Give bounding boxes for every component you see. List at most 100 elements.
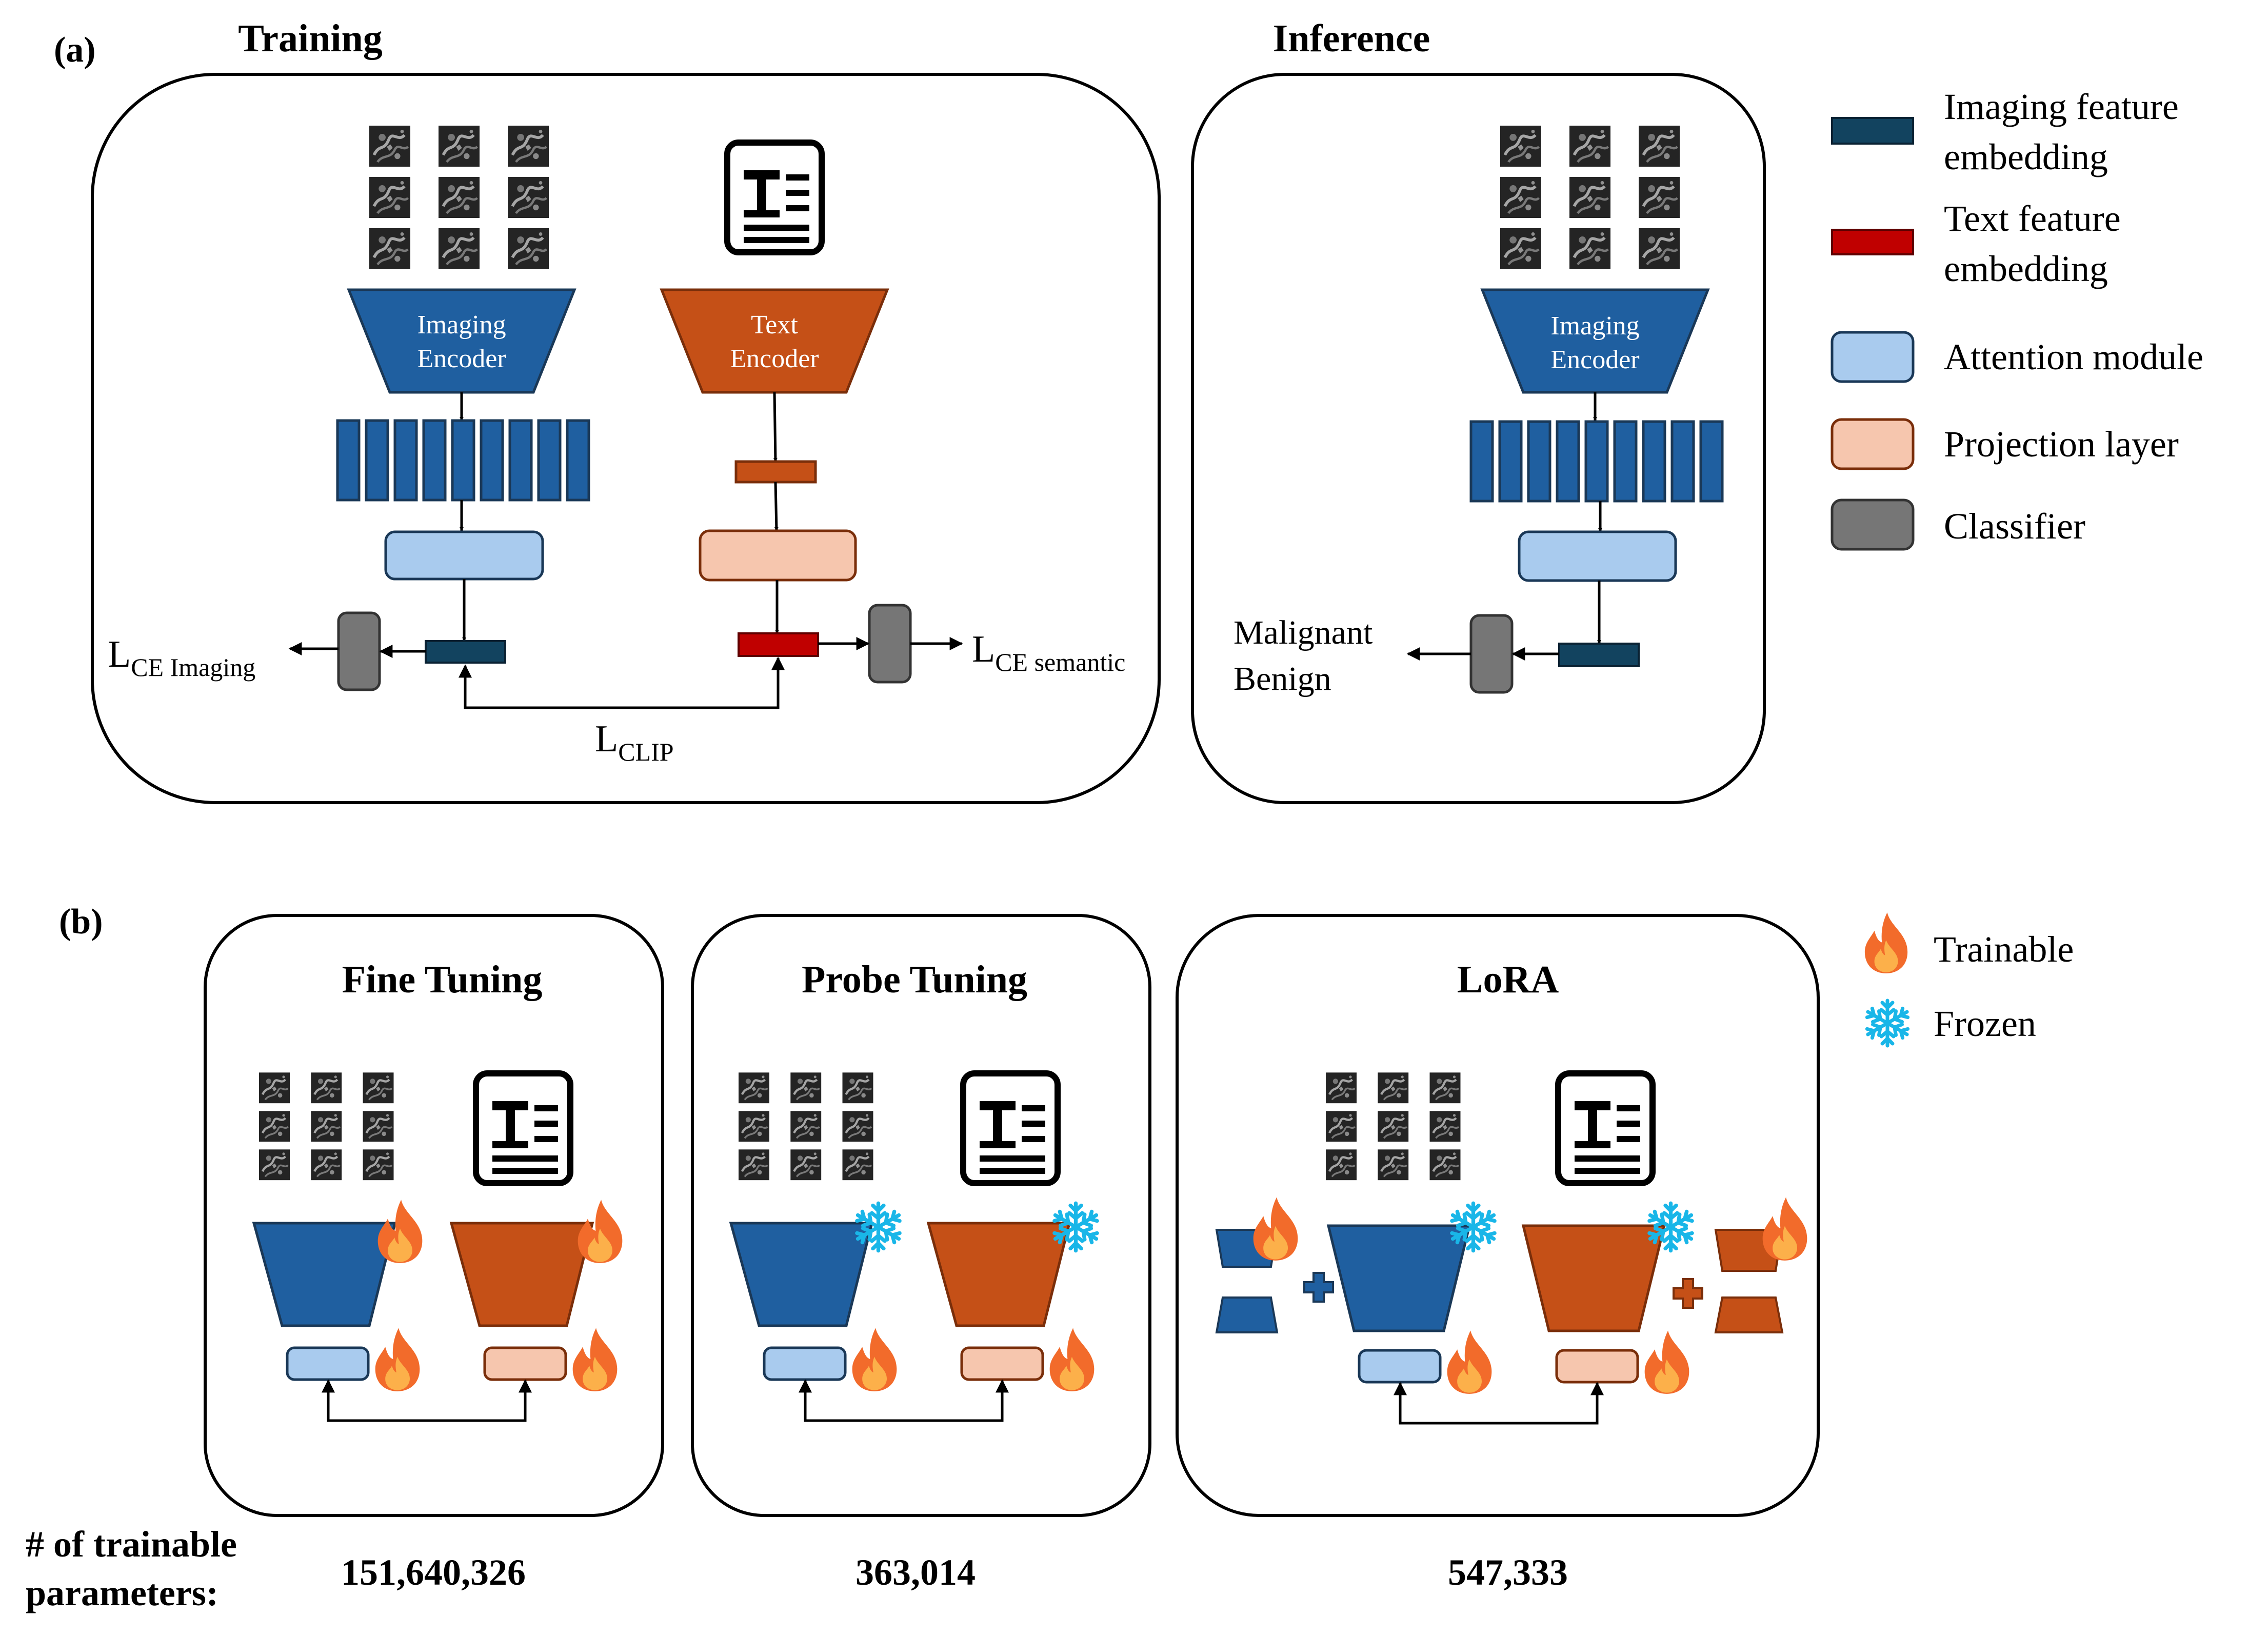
legend-fire-icon (1864, 912, 1908, 973)
lora-text-adapter-fire-icon (1762, 1197, 1807, 1261)
probe-tuning-panel: Probe Tuning (691, 914, 1151, 1517)
inference-imaging-encoder (1480, 288, 1710, 394)
inference-encoder-label-1: Imaging (1550, 311, 1639, 341)
lora-attention (1358, 1349, 1442, 1384)
lora-text-encoder (1521, 1224, 1666, 1332)
fine-tuning-connector (322, 1379, 532, 1422)
probe-tuning-attention-fire-icon (852, 1328, 897, 1391)
probe-tuning-projection (960, 1346, 1044, 1381)
legend-text-embedding-2: embedding (1944, 248, 2108, 289)
inference-panel: Inference Imaging Encoder Malignant Beni… (1191, 17, 1766, 804)
training-frame (91, 73, 1161, 804)
imaging-token-strip (336, 419, 590, 502)
params-label-1: # of trainable (26, 1524, 237, 1565)
lora-text-adapter-bottom (1714, 1296, 1784, 1333)
imaging-encoder-label-2: Encoder (417, 344, 506, 373)
legend-swatch-attention (1831, 331, 1915, 383)
loss-ce-semantic: LCE semantic (972, 628, 1125, 676)
fine-tuning-frame (204, 914, 664, 1517)
arrow-text-enc-to-embedding (773, 392, 778, 462)
fine-tuning-text-encoder-fire-icon (578, 1200, 623, 1263)
legend-b: Trainable Frozen (1865, 912, 2074, 1046)
lora-projection-fire-icon (1644, 1330, 1689, 1394)
legend-frozen: Frozen (1934, 1003, 2036, 1044)
probe-tuning-connector (799, 1379, 1009, 1422)
training-image-tiles (369, 126, 549, 269)
legend-classifier: Classifier (1944, 506, 2085, 547)
legend-imaging-embedding-2: embedding (1944, 136, 2108, 177)
fine-tuning-imaging-encoder (252, 1222, 397, 1327)
lora-projection (1555, 1349, 1639, 1384)
lora-plus-icon-orange (1673, 1278, 1703, 1309)
inference-encoder-label-2: Encoder (1550, 345, 1639, 374)
fine-tuning-projection (483, 1346, 567, 1381)
legend-a: Imaging feature embedding Text feature e… (1831, 86, 2203, 551)
legend-text-embedding-1: Text feature (1944, 198, 2121, 239)
legend-swatch-imaging-embedding (1831, 117, 1914, 145)
legend-imaging-embedding-1: Imaging feature (1944, 86, 2179, 127)
fine-tuning-tiles (259, 1072, 394, 1180)
probe-tuning-title: Probe Tuning (802, 958, 1027, 1001)
text-encoder-label-2: Encoder (730, 344, 819, 373)
text-feature-embedding (738, 632, 819, 657)
arrow-token-to-projection (774, 482, 779, 531)
lora-connector (1394, 1382, 1604, 1425)
legend-trainable: Trainable (1934, 929, 2074, 970)
lora-plus-icon-blue (1303, 1272, 1334, 1303)
projection-layer (699, 529, 857, 582)
inference-title: Inference (1273, 17, 1430, 60)
probe-tuning-doc-icon (963, 1073, 1058, 1183)
params-lora: 547,333 (1448, 1552, 1568, 1593)
training-title: Training (238, 17, 383, 60)
loss-clip: LCLIP (595, 718, 674, 766)
fine-tuning-text-encoder (449, 1222, 594, 1327)
probe-tuning-tiles (739, 1072, 873, 1180)
lora-attention-fire-icon (1447, 1330, 1492, 1394)
fine-tuning-imaging-encoder-fire-icon (377, 1200, 423, 1263)
inference-frame (1191, 73, 1766, 804)
loss-ce-imaging: LCE Imaging (108, 633, 255, 682)
clip-connector (459, 656, 785, 709)
output-benign: Benign (1234, 660, 1331, 697)
inference-imaging-embedding (1558, 643, 1640, 667)
text-token (734, 460, 817, 484)
lora-title: LoRA (1457, 958, 1559, 1001)
lora-imaging-adapter-fire-icon (1253, 1197, 1298, 1261)
imaging-feature-embedding (425, 640, 506, 664)
panel-a-label: (a) (54, 30, 96, 70)
fine-tuning-doc-icon (476, 1073, 570, 1183)
legend-snowflake-icon (1865, 1001, 1910, 1046)
lora-doc-icon (1558, 1073, 1653, 1183)
legend-swatch-projection (1831, 418, 1915, 470)
fine-tuning-panel: Fine Tuning (204, 914, 664, 1517)
lora-panel: LoRA (1176, 914, 1820, 1517)
legend-attention: Attention module (1944, 336, 2203, 377)
fine-tuning-attention (286, 1346, 370, 1381)
probe-tuning-text-encoder (926, 1222, 1071, 1327)
fine-tuning-attention-fire-icon (375, 1328, 420, 1391)
imaging-classifier (337, 611, 381, 691)
fine-tuning-projection-fire-icon (572, 1328, 618, 1391)
lora-frame (1176, 914, 1820, 1517)
semantic-classifier (868, 604, 912, 684)
legend-projection: Projection layer (1944, 424, 2179, 465)
probe-tuning-attention (763, 1346, 847, 1381)
probe-tuning-projection-fire-icon (1049, 1328, 1095, 1391)
probe-tuning-frame (691, 914, 1151, 1517)
params-fine-tuning: 151,640,326 (341, 1552, 526, 1593)
inference-attention-module (1518, 530, 1677, 582)
attention-module (384, 530, 544, 581)
inference-image-tiles (1500, 126, 1680, 269)
probe-tuning-imaging-encoder (729, 1222, 874, 1327)
imaging-encoder (347, 288, 576, 394)
imaging-encoder-label-1: Imaging (417, 310, 506, 340)
text-encoder (660, 288, 889, 394)
training-panel: Training Imaging Encoder Text Encoder (91, 17, 1161, 804)
params-label-2: parameters: (26, 1572, 218, 1613)
document-icon (727, 143, 822, 252)
panel-b-label: (b) (59, 902, 103, 942)
inference-classifier (1469, 614, 1514, 694)
legend-swatch-classifier (1831, 498, 1915, 551)
lora-imaging-encoder (1326, 1224, 1471, 1332)
